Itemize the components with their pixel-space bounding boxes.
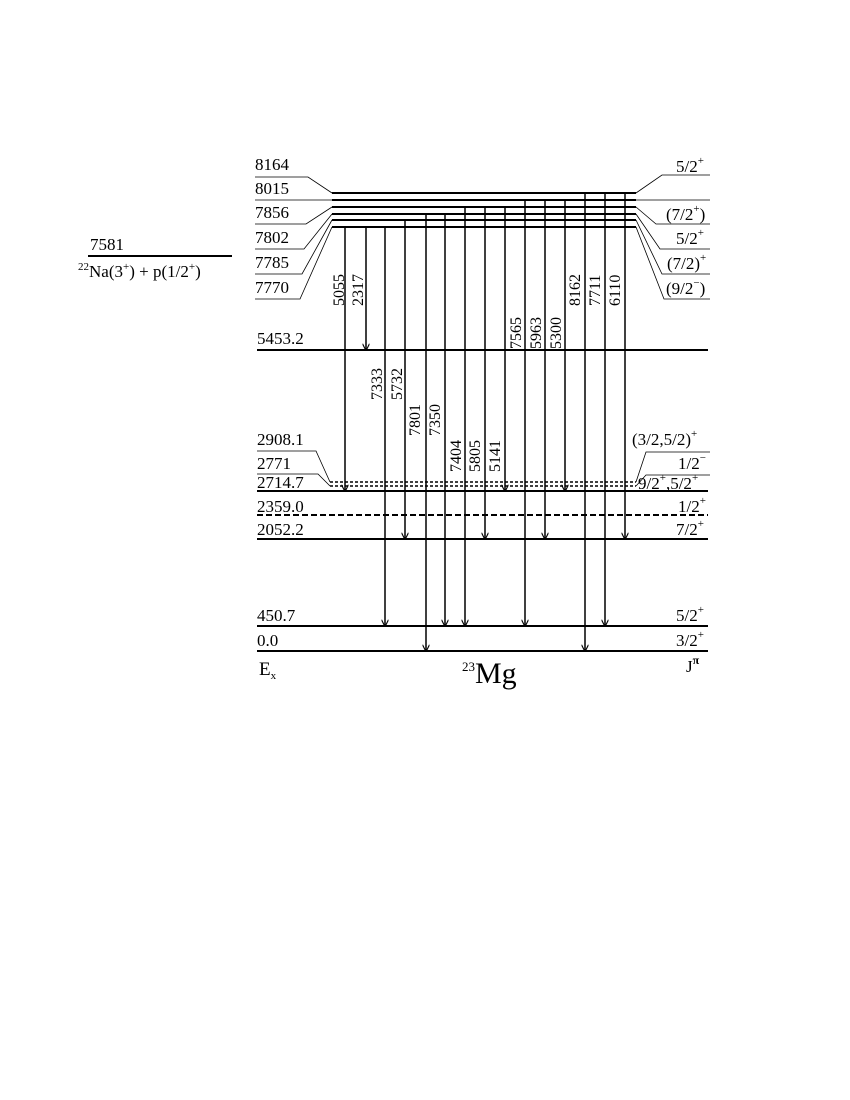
energy-label-2052: 2052.2 [257,520,304,539]
nucleus-label: 23Mg [462,657,517,690]
energy-label-7856: 7856 [255,203,289,222]
leader-7770 [255,226,333,300]
threshold-reaction: 22Na(3+) + p(1/2+) [78,261,201,281]
lower-level-lines [257,349,708,652]
jpi-label-2359: 1/2+ [678,495,706,516]
transition-label-5300: 5300 [548,317,565,349]
jpi-axis-label: Jπ [686,653,700,676]
energy-label-0: 0.0 [257,631,278,650]
upper-level-lines [332,192,636,228]
energy-label-2771: 2771 [257,454,291,473]
jpi-label-7802: (7/2)+ [667,252,706,273]
energy-label-2908: 2908.1 [257,430,304,449]
threshold-energy: 7581 [90,235,124,254]
leader-2908 [257,450,331,483]
jpi-label-2714: 9/2+,5/2+ [638,472,698,493]
jpi-leader-7856 [635,213,710,250]
transition-label-2317: 2317 [350,274,367,306]
jpi-leader-2908 [635,451,710,483]
energy-label-8164: 8164 [255,155,290,174]
energy-label-7802: 7802 [255,228,289,247]
lower-level-spins: (3/2,5/2)+ 1/2− 9/2+,5/2+ 1/2+ 7/2+ 5/2+… [632,428,710,650]
jpi-leader-8164 [635,174,710,194]
transition-label-7333: 7333 [369,368,386,400]
energy-label-450: 450.7 [257,606,296,625]
jpi-label-2771: 1/2− [678,452,706,473]
transition-labels: 5055 2317 7333 5732 7801 7350 7404 5805 … [331,274,624,472]
transition-label-5055: 5055 [331,274,348,306]
upper-level-spins: 5/2+ (7/2+) 5/2+ (7/2)+ (9/2−) [635,155,710,300]
transition-label-7565: 7565 [508,317,525,349]
jpi-label-2908: (3/2,5/2)+ [632,428,697,449]
transition-label-7350: 7350 [427,404,444,436]
proton-threshold: 7581 22Na(3+) + p(1/2+) [78,235,232,281]
jpi-label-450: 5/2+ [676,604,704,625]
transition-label-5805: 5805 [467,440,484,472]
gamma-transitions [345,193,625,651]
energy-label-8015: 8015 [255,179,289,198]
jpi-label-7785: (9/2−) [666,277,705,298]
jpi-label-8164: 5/2+ [676,155,704,176]
transition-label-5963: 5963 [528,317,545,349]
transition-label-7711: 7711 [587,275,604,306]
jpi-leader-7785 [635,226,710,300]
leader-7856 [255,206,333,225]
ex-axis-label: Ex [259,659,277,682]
jpi-label-0: 3/2+ [676,629,704,650]
energy-label-5453: 5453.2 [257,329,304,348]
energy-label-2714: 2714.7 [257,473,304,492]
jpi-label-2052: 7/2+ [676,518,704,539]
leader-8164 [255,176,333,194]
transition-label-7801: 7801 [407,404,424,436]
leader-2771 [257,473,331,487]
lower-level-energies: 5453.2 2908.1 2771 2714.7 2359.0 2052.2 … [257,329,331,650]
jpi-label-7856: 5/2+ [676,227,704,248]
leader-7802 [255,213,333,250]
jpi-label-8015: (7/2+) [666,203,705,224]
transition-label-6110: 6110 [607,275,624,306]
transition-label-5732: 5732 [389,368,406,400]
leader-7785 [255,219,333,275]
upper-level-energies: 8164 8015 7856 7802 7785 7770 [255,155,333,300]
transition-label-5141: 5141 [487,440,504,472]
energy-label-2359: 2359.0 [257,497,304,516]
energy-label-7785: 7785 [255,253,289,272]
jpi-leader-7802 [635,219,710,275]
jpi-leader-2771 [635,474,710,487]
transition-label-7404: 7404 [448,440,465,472]
transition-label-8162: 8162 [567,274,584,306]
energy-label-7770: 7770 [255,278,289,297]
jpi-leader-8015 [635,206,710,225]
